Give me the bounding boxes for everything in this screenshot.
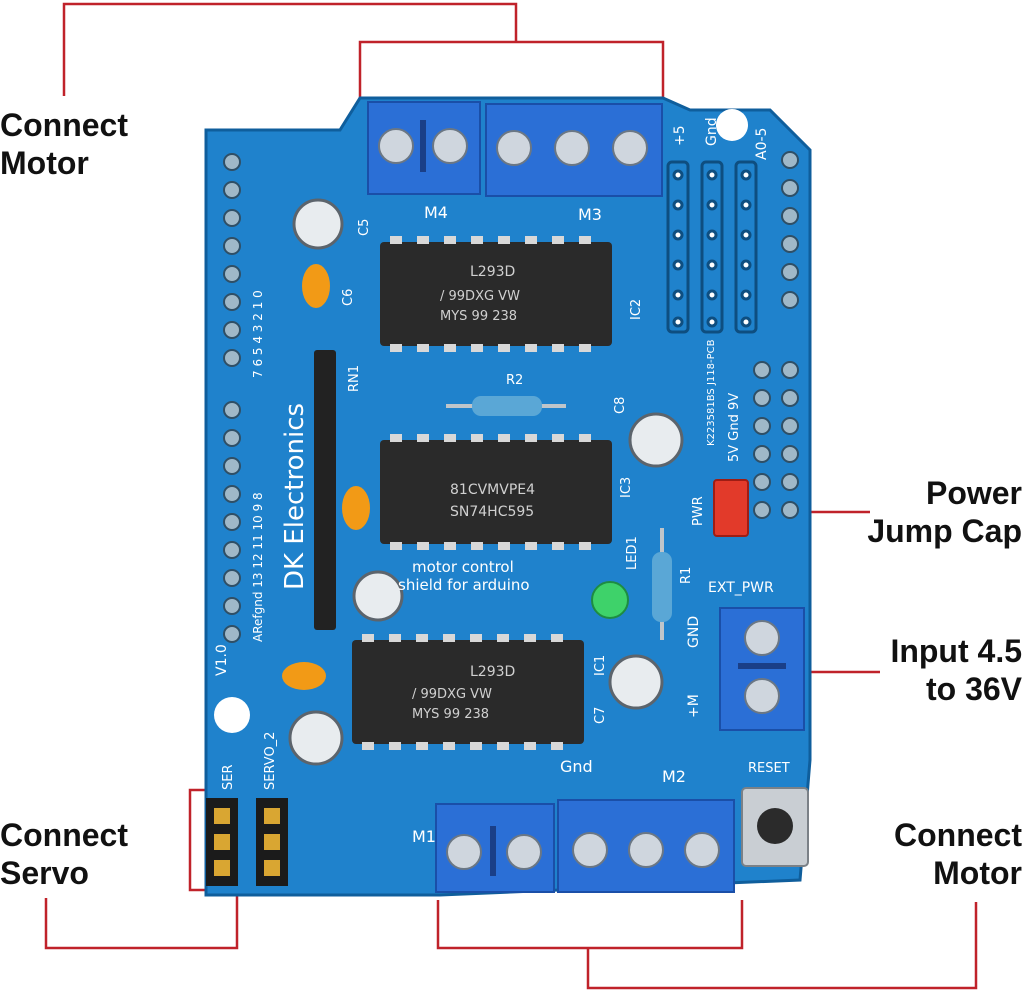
label-gnd2: GND (686, 616, 702, 648)
electrolytic-capacitors (288, 198, 684, 766)
mounting-hole (214, 697, 250, 733)
reset-button (741, 787, 809, 867)
chip-middle-line2: SN74HC595 (450, 504, 534, 520)
resistor-r1 (652, 528, 672, 640)
label-ic1: IC1 (593, 655, 608, 676)
label-c7: C7 (593, 707, 608, 724)
chip-top-part: L293D (470, 264, 515, 280)
chip-bottom-line2: / 99DXG VW (412, 687, 492, 702)
power-jumper-cap (713, 479, 749, 537)
label-c5: C5 (357, 219, 372, 236)
subtitle-line2: shield for arduino (398, 576, 530, 594)
label-gnd-top: Gnd (704, 117, 720, 146)
chip-middle-line1: 81CVMVPE4 (450, 482, 535, 498)
chip-bottom-line3: MYS 99 238 (412, 707, 489, 722)
label-r1: R1 (679, 567, 694, 584)
chip-top-line2: / 99DXG VW (440, 289, 520, 304)
left-header-pins (223, 153, 241, 643)
led (591, 581, 629, 619)
chip-middle-74hc595 (380, 434, 612, 550)
resistor-r2 (446, 396, 566, 416)
chip-top-line3: MYS 99 238 (440, 309, 517, 324)
label-r2: R2 (506, 373, 523, 388)
callout-power-jump-cap: Power Jump Cap (867, 475, 1022, 549)
terminal-m3 (485, 103, 663, 197)
label-plus5: +5 (672, 125, 688, 146)
callout-connect-motor-bottom: Connect Motor (894, 817, 1022, 891)
label-5v-gnd-9v: 5V Gnd 9V (727, 393, 742, 462)
label-ser1: SER (221, 765, 236, 791)
label-m1: M1 (412, 827, 436, 846)
pins-low-label: 7 6 5 4 3 2 1 0 (251, 290, 265, 378)
callout-input-voltage: Input 4.5 to 36V (890, 633, 1022, 707)
label-a0-5: A0-5 (754, 128, 770, 160)
label-led1: LED1 (625, 536, 640, 570)
resistor-network (314, 350, 336, 630)
label-ic2: IC2 (629, 299, 644, 320)
proto-pads (666, 160, 758, 334)
terminal-m1 (435, 803, 555, 893)
label-gnd: Gnd (560, 757, 593, 776)
version-label: V1.0 (214, 644, 230, 676)
terminal-ext-pwr (719, 607, 805, 731)
brand-label: DK Electronics (280, 403, 310, 590)
label-pcb-code: K223581BS J118-PCB (706, 339, 717, 446)
label-servo2: SERVO_2 (263, 732, 278, 790)
label-reset: RESET (748, 761, 790, 776)
subtitle-line1: motor control (412, 558, 514, 576)
callout-connect-motor-top: Connect Motor (0, 107, 128, 181)
right-header-pins (753, 151, 799, 519)
chip-bottom-l293d (352, 634, 584, 750)
callout-connect-servo: Connect Servo (0, 817, 128, 891)
terminal-m2 (557, 799, 735, 893)
label-ic3: IC3 (619, 477, 634, 498)
label-pwr: PWR (691, 496, 706, 526)
chip-top-l293d (380, 236, 612, 352)
label-m4: M4 (424, 203, 448, 222)
chip-bottom-part: L293D (470, 664, 515, 680)
label-rn1: RN1 (347, 365, 362, 392)
aref-label: ARefgnd 13 12 11 10 9 8 (251, 492, 265, 642)
label-plus-m: +M (686, 694, 702, 718)
label-m2: M2 (662, 767, 686, 786)
label-c8: C8 (613, 397, 628, 414)
terminal-m4 (367, 101, 481, 195)
ceramic-capacitors (282, 264, 370, 690)
mounting-hole (716, 109, 748, 141)
label-c6: C6 (341, 289, 356, 306)
label-ext-pwr: EXT_PWR (708, 580, 774, 596)
label-m3: M3 (578, 205, 602, 224)
